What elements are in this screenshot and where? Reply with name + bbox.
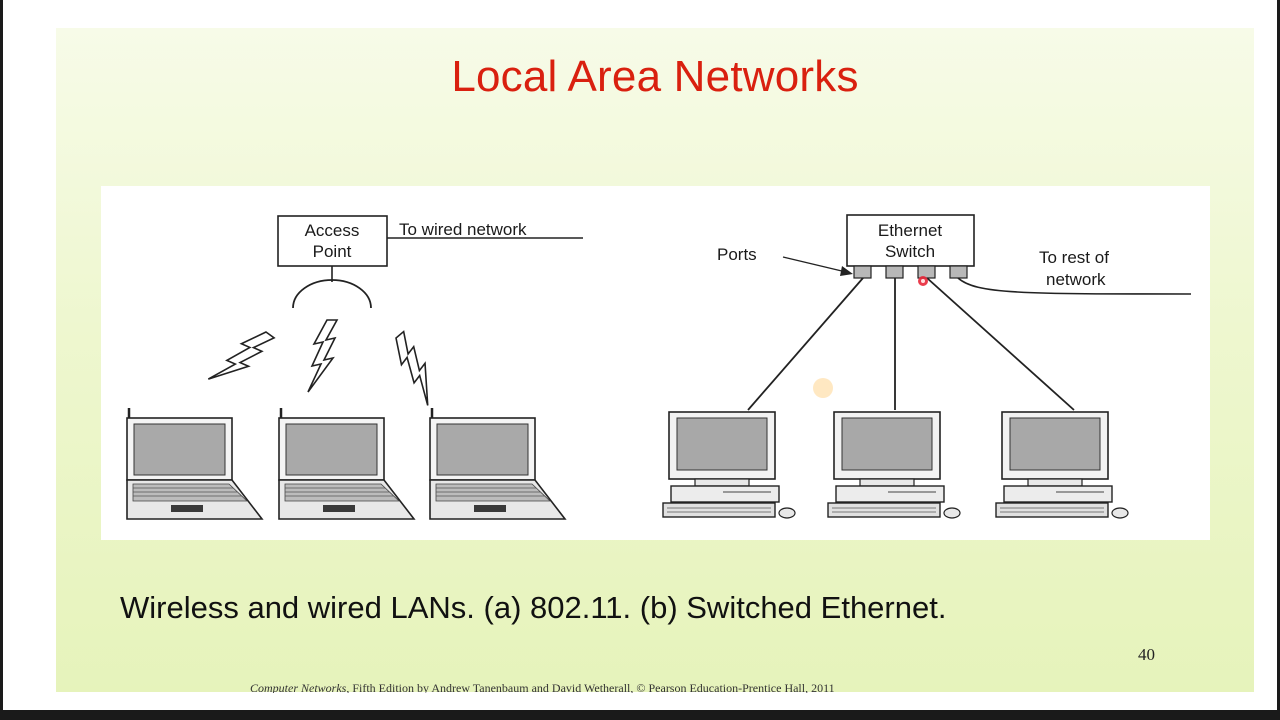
cursor-highlight [813,378,833,398]
switch-port-4 [949,265,968,279]
footer-credit-text: , Fifth Edition by Andrew Tanenbaum and … [346,681,835,693]
ethernet-switch-label-line1: Ethernet [878,221,943,240]
laptop-3-icon [428,406,567,521]
antenna-arc [292,279,372,309]
desktop-computer-2-icon [827,411,961,519]
desktop-computer-3-icon [995,411,1129,519]
laptop-2-icon [277,406,416,521]
access-point-label-line1: Access [305,221,360,240]
signal-bolt-center-icon [307,319,338,393]
ports-label: Ports [717,245,757,264]
footer-credit: Computer Networks, Fifth Edition by Andr… [250,681,1150,693]
cable-to-computer-1 [747,277,864,411]
switch-port-1 [853,265,872,279]
lan-diagram: Access Point To wired network Ethernet S… [125,214,1192,521]
desktop-computer-1-icon [662,411,796,519]
rest-of-network-label-line1: To rest of [1039,248,1109,267]
footer-book-title: Computer Networks [250,681,347,693]
access-point-label-line2: Point [313,242,352,261]
rest-of-network-label-line2: network [1046,270,1106,289]
switch-port-3 [917,265,936,279]
figure-panel: Access Point To wired network Ethernet S… [101,186,1210,540]
page-number: 40 [1138,645,1155,664]
figure-caption: Wireless and wired LANs. (a) 802.11. (b)… [120,590,947,625]
slide-title: Local Area Networks [451,52,859,101]
signal-bolt-right-icon [380,330,451,407]
cable-to-computer-3 [926,277,1075,411]
signal-bolt-left-icon [207,320,275,397]
uplink-cable [957,277,1192,295]
laptop-1-icon [125,406,264,521]
ethernet-switch-label-line2: Switch [885,242,935,261]
ethernet-switch-box [846,214,975,267]
laser-pointer-core [921,279,925,283]
ports-pointer-line [782,256,847,273]
wired-network-label: To wired network [399,220,527,239]
switch-port-2 [885,265,904,279]
ports-pointer-arrowhead [840,266,853,276]
